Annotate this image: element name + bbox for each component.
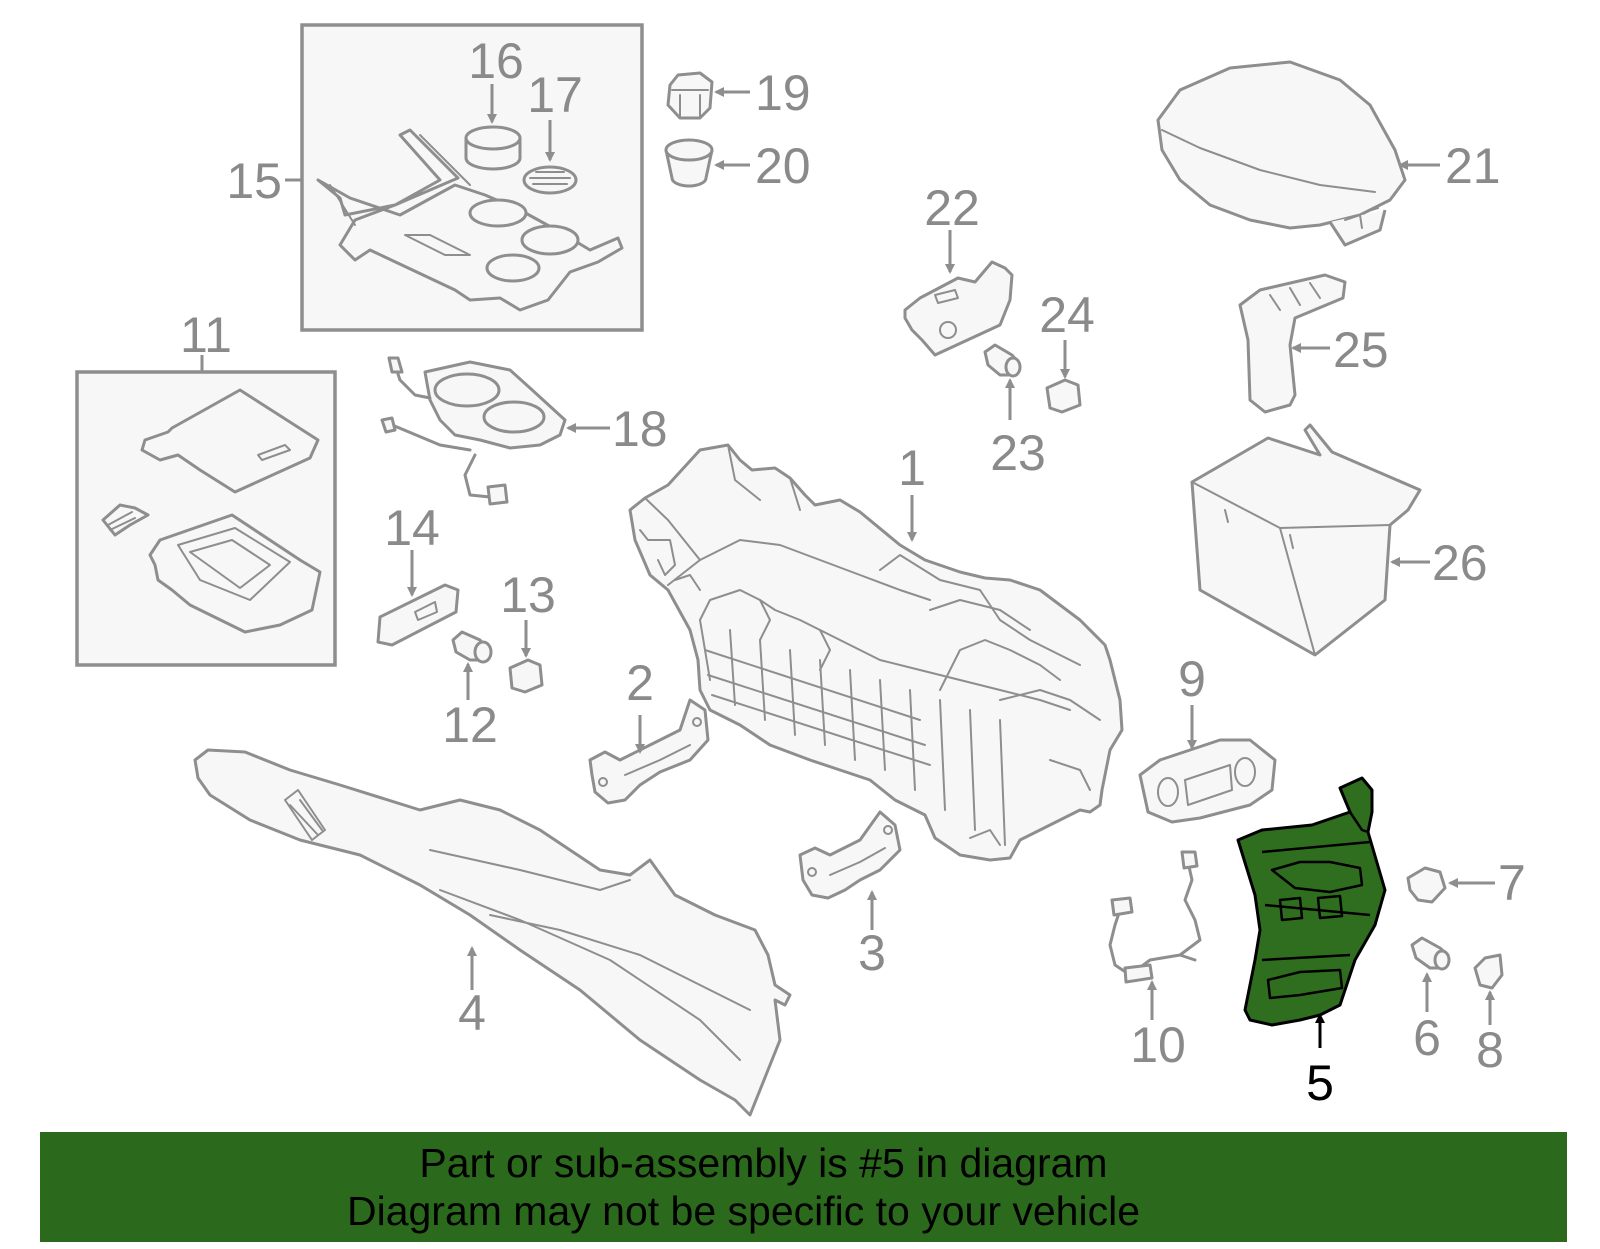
callout-17: 17 (527, 67, 583, 123)
part-6-pin (1410, 936, 1451, 1012)
callout-labels: 1 2 3 4 5 6 7 8 9 10 11 12 13 14 15 16 1… (180, 33, 1526, 1111)
part-5-rear-panel-highlighted (1236, 776, 1387, 1048)
callout-16: 16 (468, 33, 524, 89)
callout-24: 24 (1039, 287, 1095, 343)
callout-10: 10 (1130, 1017, 1186, 1073)
part-11-group (75, 355, 337, 667)
callout-5: 5 (1306, 1055, 1334, 1111)
part-7-clip (1406, 866, 1495, 904)
part-21-armrest (1156, 60, 1440, 247)
part-18-cupholder (380, 356, 610, 506)
part-23-pin (983, 343, 1022, 420)
callout-9: 9 (1178, 651, 1206, 707)
part-22-bracket (903, 230, 1014, 357)
part-3-bracket (798, 810, 902, 930)
part-1-console-body (628, 443, 1124, 862)
part-19-clip (666, 71, 750, 120)
part-15-group (285, 23, 644, 332)
callout-21: 21 (1445, 138, 1501, 194)
part-12-pin (451, 630, 493, 700)
callout-19: 19 (755, 65, 811, 121)
part-14-panel (376, 550, 460, 647)
parts-diagram: 1 2 3 4 5 6 7 8 9 10 11 12 13 14 15 16 1… (75, 23, 1526, 1117)
part-2-bracket (588, 698, 710, 805)
part-16-cap (464, 84, 522, 171)
callout-18: 18 (612, 401, 668, 457)
callout-2: 2 (626, 655, 654, 711)
callout-25: 25 (1333, 322, 1389, 378)
callout-23: 23 (990, 425, 1046, 481)
callout-8: 8 (1476, 1022, 1504, 1078)
callout-12: 12 (442, 697, 498, 753)
part-info-banner: Part or sub-assembly is #5 in diagram Di… (40, 1132, 1567, 1242)
part-8-clip (1473, 953, 1504, 1025)
callout-26: 26 (1432, 535, 1488, 591)
callout-4: 4 (458, 985, 486, 1041)
callout-13: 13 (500, 567, 556, 623)
callout-11: 11 (180, 307, 232, 363)
part-4-side-panel (193, 748, 792, 1117)
banner-disclaimer-text: Diagram may not be specific to your vehi… (346, 1188, 1140, 1234)
callout-15: 15 (226, 153, 282, 209)
callout-22: 22 (924, 180, 980, 236)
callout-7: 7 (1498, 855, 1526, 911)
banner-part-number-text: Part or sub-assembly is #5 in diagram (419, 1140, 1108, 1186)
part-24-clip (1045, 340, 1082, 414)
part-25-brace (1238, 273, 1347, 414)
callout-14: 14 (384, 500, 440, 556)
callout-1: 1 (898, 440, 926, 496)
part-13-clip (508, 620, 544, 694)
part-10-harness (1108, 850, 1202, 1020)
callout-3: 3 (858, 925, 886, 981)
part-20-cup (664, 138, 750, 188)
callout-6: 6 (1413, 1010, 1441, 1066)
part-26-liner (1190, 423, 1430, 657)
part-17-mat (522, 120, 578, 195)
callout-20: 20 (755, 138, 811, 194)
part-9-control-panel (1138, 705, 1277, 824)
